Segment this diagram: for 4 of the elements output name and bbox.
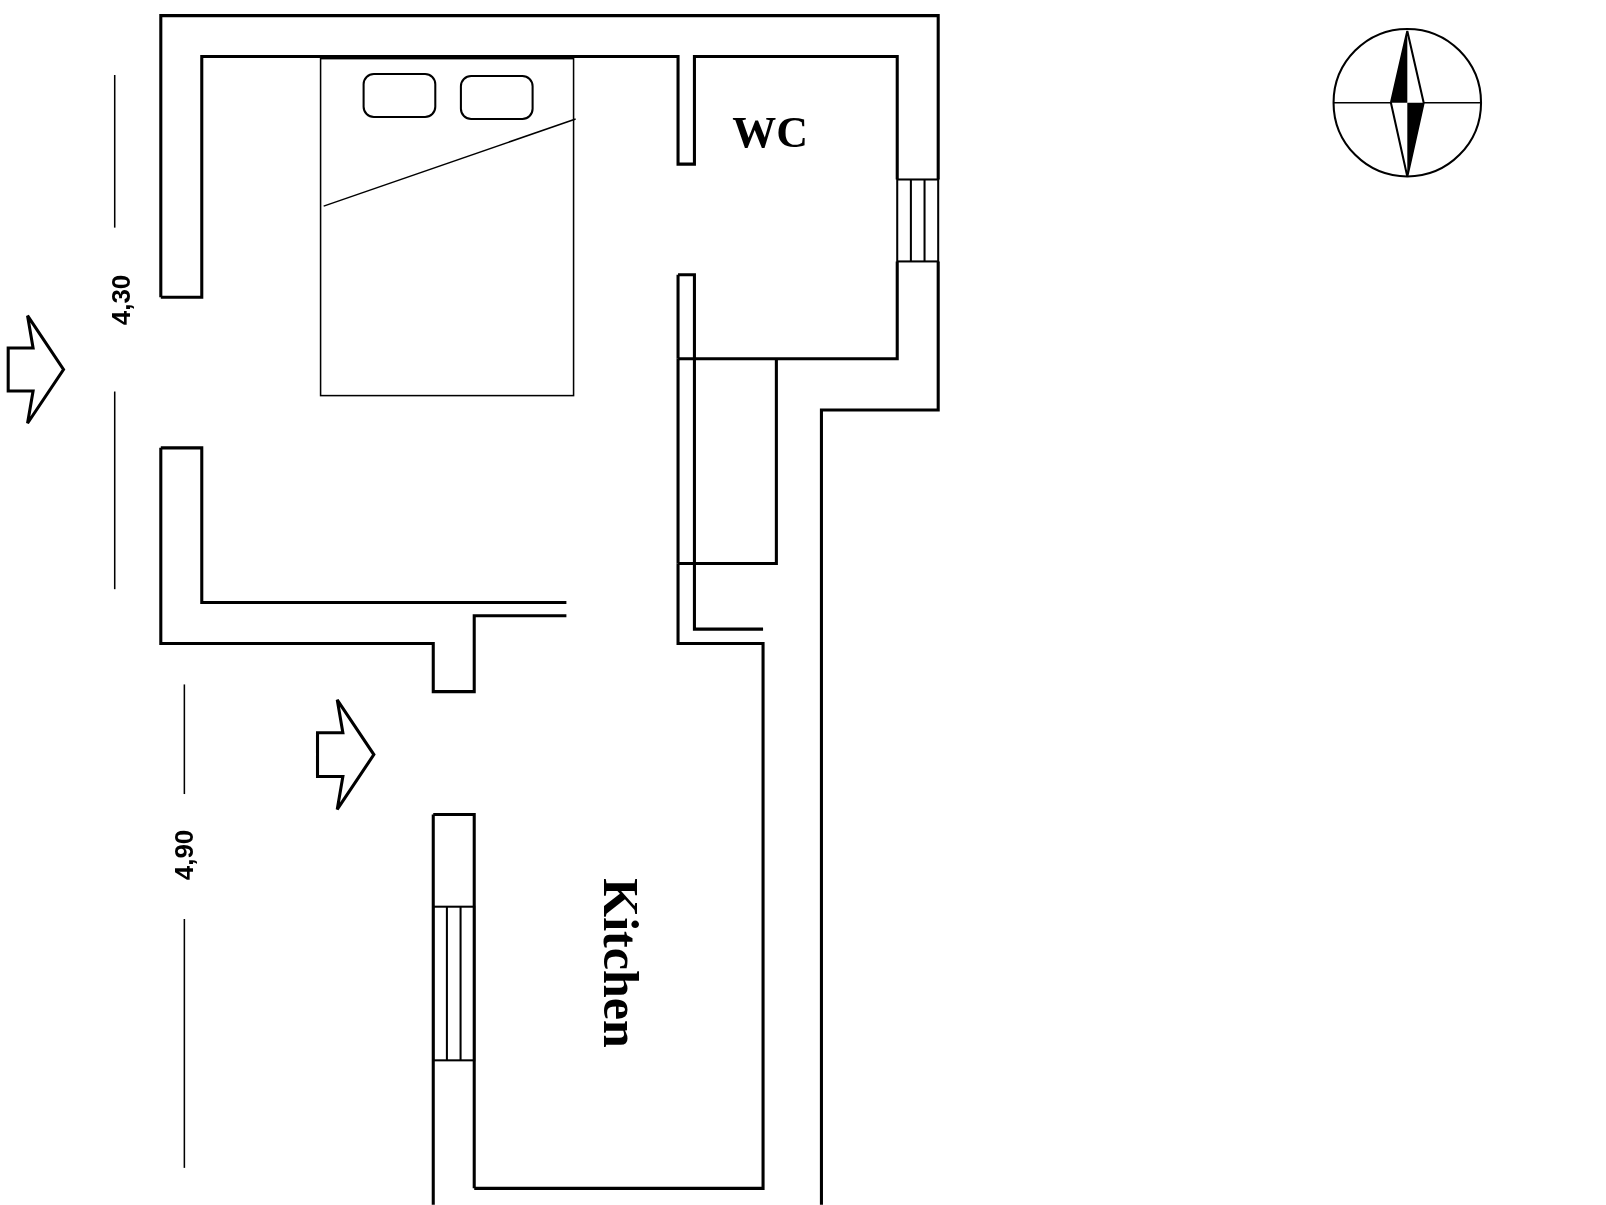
dimension-label: 4,30: [107, 274, 134, 326]
room-label: WC: [732, 111, 809, 156]
room-label: Kitchen: [595, 878, 646, 1048]
dimension-label: 4,90: [171, 829, 198, 881]
